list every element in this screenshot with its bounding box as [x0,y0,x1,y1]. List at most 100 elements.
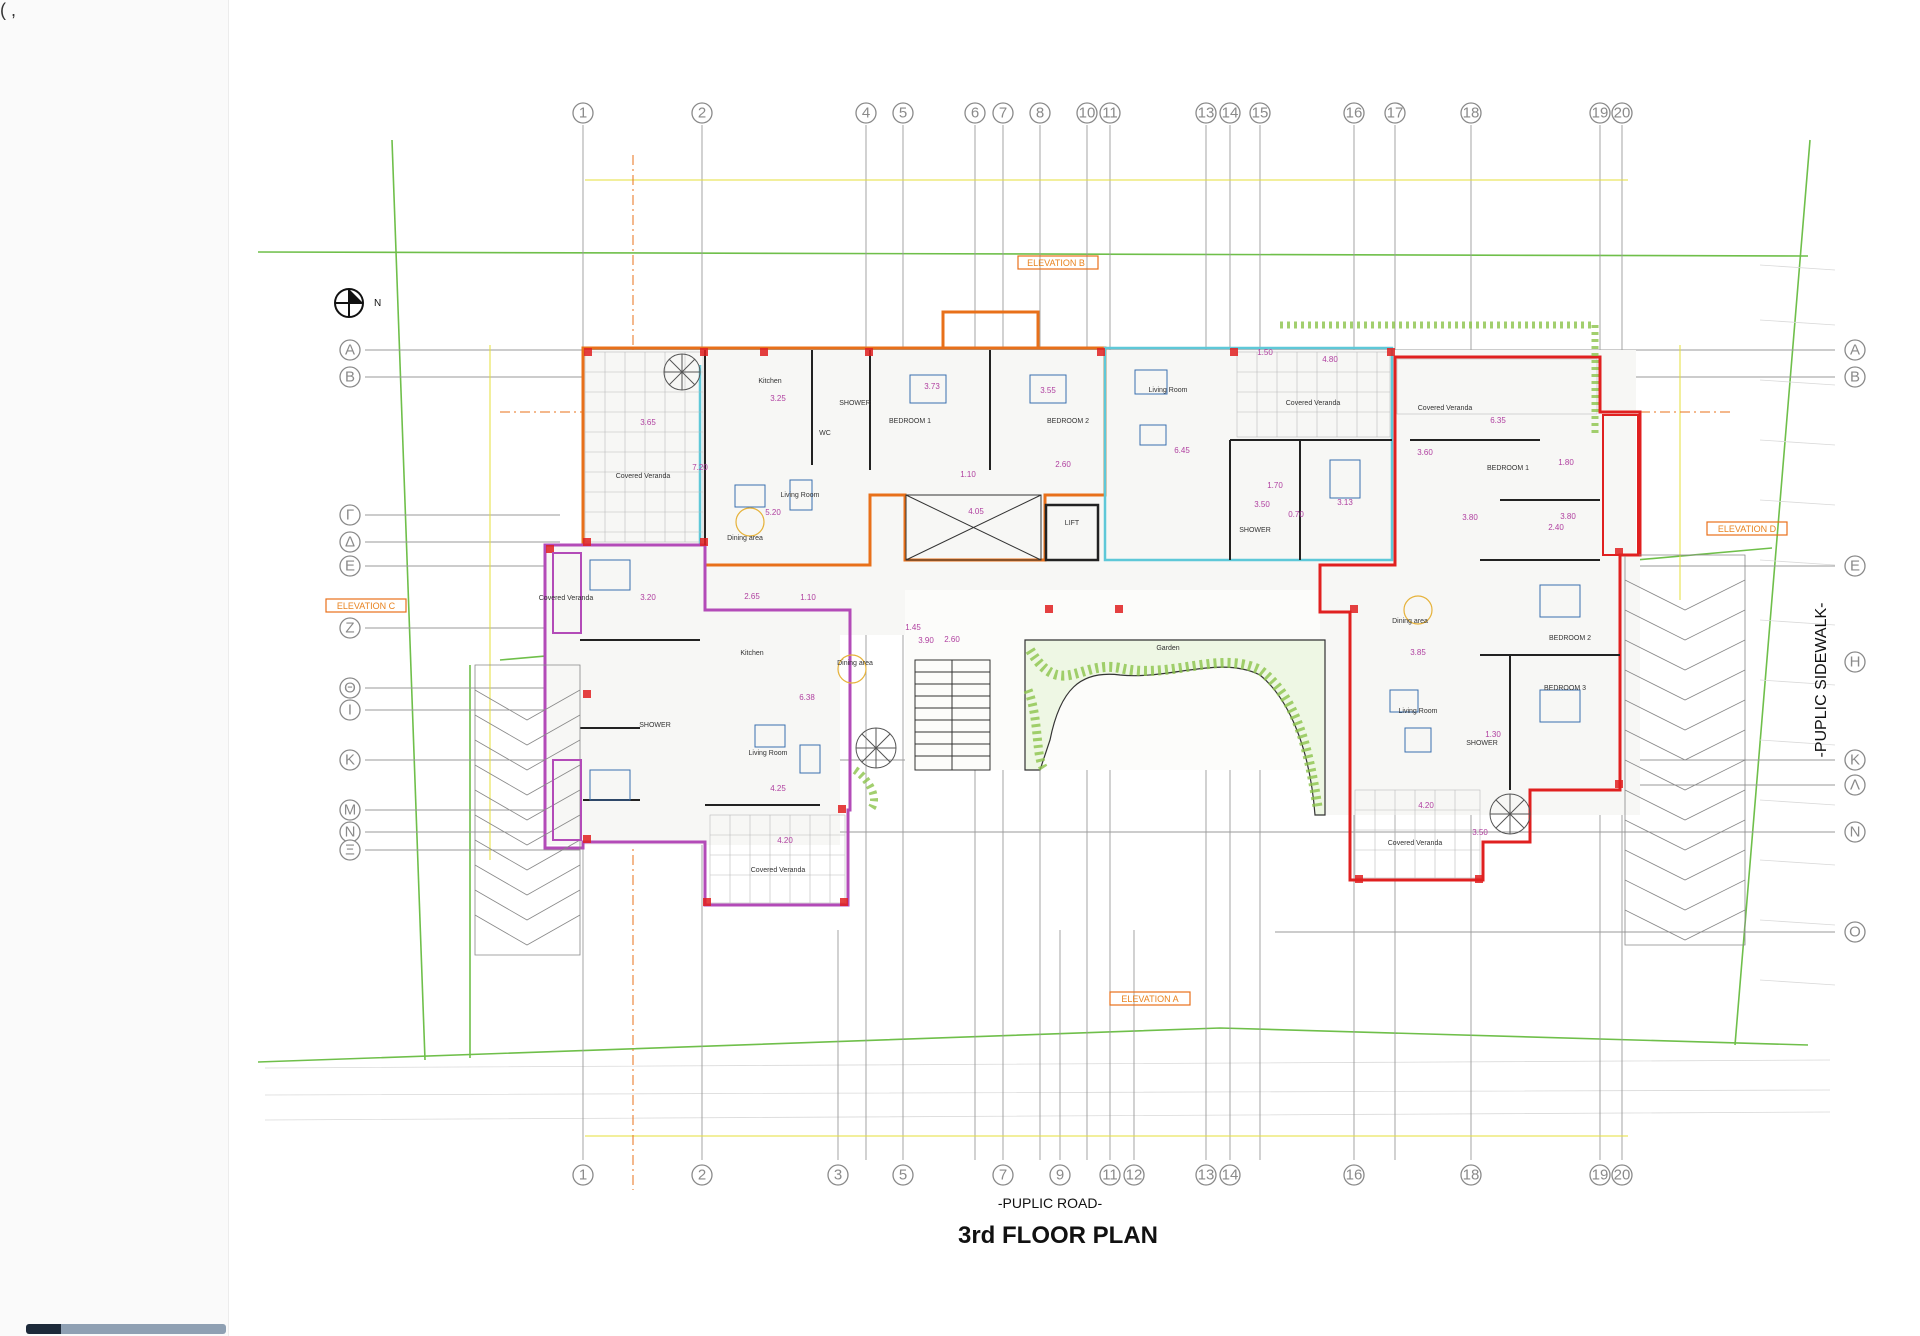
grid-top-1-bubble [572,102,594,124]
grid-top-4-label: 4 [862,105,870,122]
room-living-room-sw: Living Room [749,750,788,757]
parking-ramp-west [474,664,581,956]
grid-top-7-label: 7 [999,105,1007,122]
dimension-label: 1.70 [1267,481,1283,490]
dimension-label: 1.10 [960,470,976,479]
grid-bottom-2-label: 2 [698,1167,706,1184]
elevation-tag-a: ELEVATION A [1109,991,1191,1006]
street-paving [264,264,1836,1121]
dimension-label: 3.50 [1254,500,1270,509]
grid-top-18-label: 18 [1463,105,1480,122]
grid-bottom-3-bubble [827,1164,849,1186]
svg-text:ELEVATION D: ELEVATION D [1718,524,1777,534]
grid-bottom-12-bubble [1123,1164,1145,1186]
dimension-label: 1.30 [1485,730,1501,739]
grid-right-4-bubble [1844,749,1866,771]
lift-shaft [1044,503,1100,562]
dimension-label: 1.50 [1257,348,1273,357]
room-kitchen-sw: Kitchen [740,650,763,657]
room-bedroom2-e: BEDROOM 2 [1549,635,1591,642]
grid-bottom-1-label: 1 [579,1167,587,1184]
room-dining-area-sw: Dining area [837,660,873,667]
grid-left-8-label: K [345,752,355,769]
grid-top-10-bubble [1076,102,1098,124]
dimension-label: 4.80 [1322,355,1338,364]
grid-top-2-label: 2 [698,105,706,122]
grid-bottom-3-label: 3 [834,1167,842,1184]
grid-top-11-label: 11 [1102,105,1118,122]
dimension-label: 5.20 [765,508,781,517]
grid-left-11-bubble [339,839,361,861]
grid-bottom-13-label: 13 [1198,1167,1215,1184]
grid-right-0-bubble [1844,339,1866,361]
horizontal-scrollbar[interactable] [26,1324,226,1334]
unit-red-outline [1318,355,1642,882]
grid-bottom-5-label: 5 [899,1167,907,1184]
room-bedroom3-e: BEDROOM 3 [1544,685,1586,692]
grid-bottom-20-bubble [1611,1164,1633,1186]
grid-top-7-bubble [992,102,1014,124]
grid-top-14-bubble [1219,102,1241,124]
grid-left-7-label: I [348,702,352,719]
west-veranda-boxes [552,552,582,841]
grid-top-13-bubble [1195,102,1217,124]
grid-right-3-bubble [1844,651,1866,673]
dimension-label: 3.65 [640,418,656,427]
grid-top-18-bubble [1460,102,1482,124]
svg-text:ELEVATION B: ELEVATION B [1027,258,1085,268]
grid-left-1-bubble [339,366,361,388]
room-covered-veranda-sw: Covered Veranda [751,867,806,874]
grid-left-10-label: N [345,824,356,841]
room-kitchen-w: Kitchen [758,378,781,385]
dimension-label: 2.60 [944,635,960,644]
room-bedroom1-e: BEDROOM 1 [1487,465,1529,472]
plan-title: 3rd FLOOR PLAN [958,1222,1158,1249]
dimension-label: 3.90 [918,636,934,645]
north-arrow-icon: N [334,288,381,318]
dimension-label: 4.05 [968,507,984,516]
grid-left-5-label: Z [345,620,354,637]
unit-cyan-outline [698,346,1394,562]
dimension-label: 3.80 [1462,513,1478,522]
dimension-label: 4.20 [777,836,793,845]
grid-bottom-11-label: 11 [1102,1167,1118,1184]
room-shower-n: SHOWER [839,400,871,407]
dimension-label: 4.20 [1418,801,1434,810]
grid-bottom-19-label: 19 [1592,1167,1609,1184]
dimension-label: 3.60 [1417,448,1433,457]
dimension-label: 2.40 [1548,523,1564,532]
interior-walls [580,350,1620,806]
grid-top-6-label: 6 [971,105,979,122]
grid-bottom-14-label: 14 [1222,1167,1239,1184]
grid-left-2-bubble [339,504,361,526]
east-ac-box [1602,414,1639,556]
grid-right-6-label: N [1850,824,1861,841]
grid-left-4-bubble [339,555,361,577]
dining-tables [735,507,1433,684]
grid-left-2-label: Γ [346,507,354,524]
room-lift: LIFT [1065,520,1080,527]
grid-left-11-label: Ξ [345,842,355,859]
grid-bottom-7-label: 7 [999,1167,1007,1184]
grid-bottom-20-label: 20 [1614,1167,1631,1184]
grid-left-3-bubble [339,531,361,553]
grid-top-17-label: 17 [1387,105,1404,122]
grid-top-1-label: 1 [579,105,587,122]
grid-left-9-bubble [339,799,361,821]
grid-bottom-16-label: 16 [1346,1167,1363,1184]
room-covered-veranda-w: Covered Veranda [539,595,594,602]
grid-right-2-bubble [1844,555,1866,577]
grid-top-8-bubble [1029,102,1051,124]
grid-left-9-label: M [344,802,357,819]
grid-bottom-5-bubble [892,1164,914,1186]
room-shower-e: SHOWER [1466,740,1498,747]
garden-planting [852,321,1599,816]
grid-top-16-bubble [1343,102,1365,124]
grid-top-6-bubble [964,102,986,124]
grid-top-17-bubble [1384,102,1406,124]
room-shower-nc: SHOWER [1239,527,1271,534]
dimension-label: 3.80 [1560,512,1576,521]
grid-left-7-bubble [339,699,361,721]
grid-top-4-bubble [855,102,877,124]
